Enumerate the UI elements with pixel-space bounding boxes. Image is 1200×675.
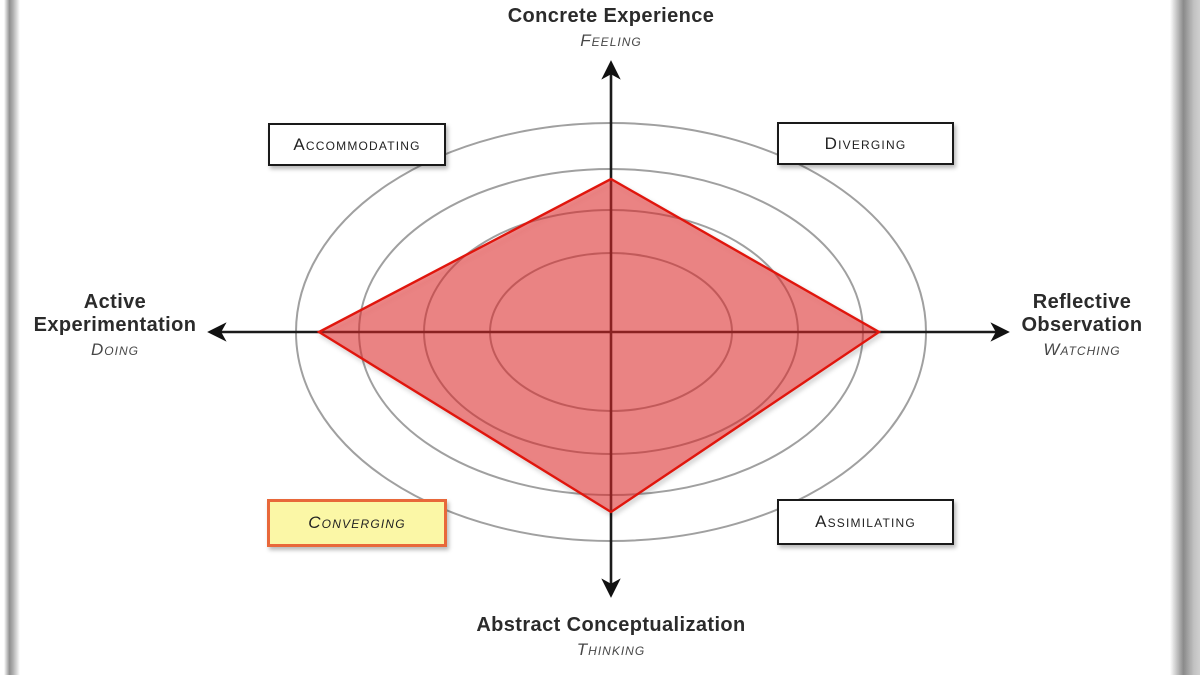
axis-left: Active Experimentation Doing [17,291,213,360]
axis-top-sublabel: Feeling [580,31,642,50]
axis-right-label: Reflective Observation [1021,291,1143,336]
quadrant-box-accommodating-label: Accommodating [293,134,421,154]
kite-shape [316,177,882,514]
axis-left-sublabel: Doing [91,340,139,359]
axis-left-label: Active Experimentation [33,291,197,336]
page-right-edge [1170,0,1200,675]
axis-right-sublabel: Watching [1043,340,1121,359]
quadrant-box-diverging: Diverging [777,122,954,165]
axis-bottom-label: Abstract Conceptualization [476,614,746,636]
quadrant-box-diverging-label: Diverging [824,133,907,153]
quadrant-box-converging-label: Converging [308,513,406,532]
quadrant-box-assimilating: Assimilating [777,499,954,545]
axis-right: Reflective Observation Watching [982,291,1182,360]
quadrant-box-accommodating: Accommodating [268,123,446,166]
axis-bottom-sublabel: Thinking [576,640,646,659]
axis-top: Concrete Experience Feeling [411,5,811,51]
page-left-edge [4,0,20,675]
quadrant-box-converging-highlighted: Converging [267,499,447,547]
axis-top-label: Concrete Experience [507,5,715,27]
quadrant-box-assimilating-label: Assimilating [815,512,916,531]
axis-bottom: Abstract Conceptualization Thinking [411,614,811,660]
